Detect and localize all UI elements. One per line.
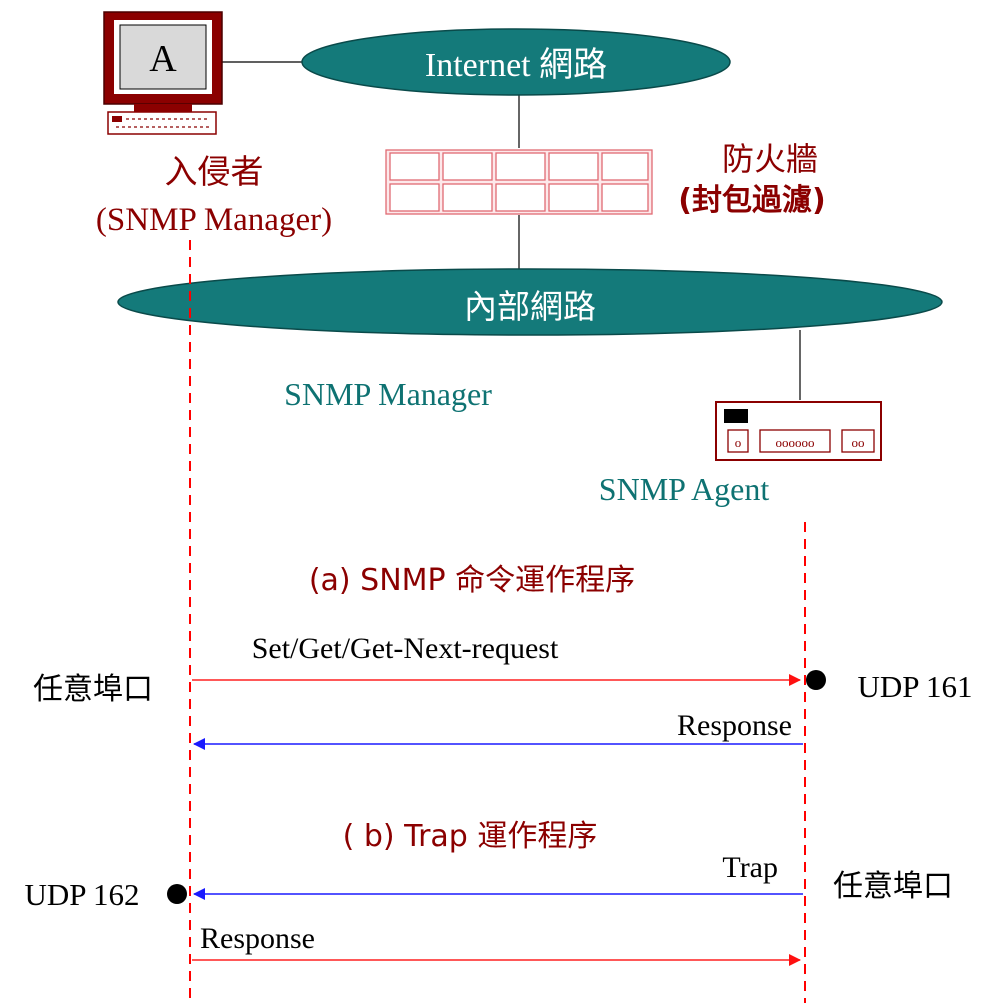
section-a-response-label: Response [677,709,792,742]
section-b-right-port: 任意埠口 [833,869,953,904]
section-a-title: (a) SNMP 命令運作程序 [309,563,635,598]
section-a-left-port: 任意埠口 [33,672,153,707]
monitor-screen-letter: A [149,38,177,80]
internal-network-label: 內部網路 [464,287,596,326]
udp-162-port-dot [167,884,187,904]
agent-port-b: oooooo [776,435,815,450]
firewall-subtitle: (封包過濾) [678,183,825,218]
section-b-title: ( b) Trap 運作程序 [343,819,598,854]
keyboard-icon [107,111,217,135]
intruder-subtitle: (SNMP Manager) [96,202,332,238]
computer-monitor-icon: A [103,11,223,112]
request-label: Set/Get/Get-Next-request [252,632,559,665]
internal-network-cloud: 內部網路 [117,268,943,336]
agent-port-a: o [735,435,742,450]
agent-device-icon: o oooooo oo [715,401,882,461]
section-a-right-port: UDP 161 [857,669,972,704]
section-b-response-label: Response [200,922,315,955]
section-b-left-port: UDP 162 [24,877,139,912]
internet-label: Internet 網路 [425,46,607,84]
firewall-icon [385,149,653,215]
internal-network-ellipse [117,268,943,336]
trap-label: Trap [722,851,778,884]
intruder-title: 入侵者 [165,152,264,191]
inside-manager-label: SNMP Manager [284,376,492,412]
agent-port-c: oo [852,435,865,450]
firewall-title: 防火牆 [722,140,818,178]
internet-cloud: Internet 網路 [301,28,731,96]
agent-label: SNMP Agent [599,471,770,507]
internet-ellipse [301,28,731,96]
udp-161-port-dot [806,670,826,690]
